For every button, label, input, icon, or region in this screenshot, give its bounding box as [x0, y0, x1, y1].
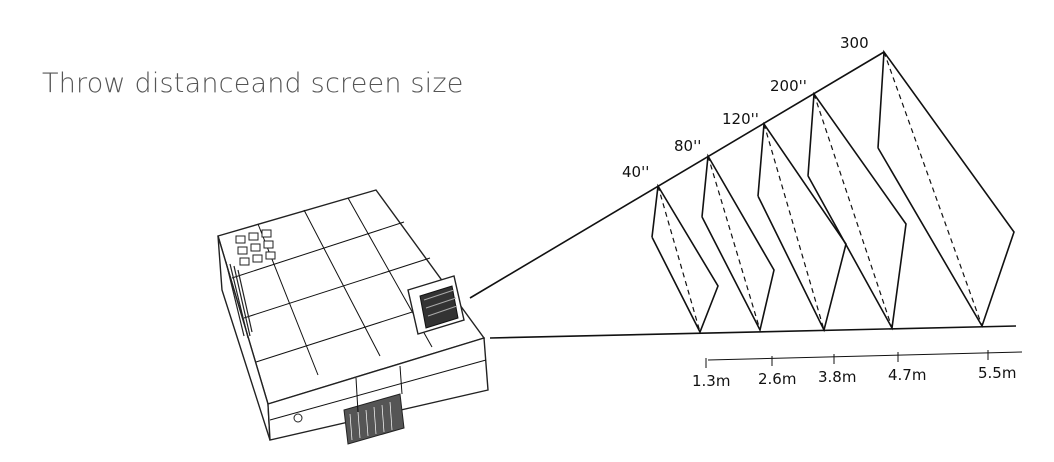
screen-1: 40'' [622, 163, 719, 334]
projector-side-vent [225, 261, 253, 339]
distance-label: 4.7m [888, 366, 926, 384]
distance-label: 1.3m [692, 372, 730, 390]
projector-top-grid [231, 197, 457, 376]
screen-outline [651, 183, 719, 334]
screen-size-label: 120'' [722, 110, 759, 128]
screen-diagonal [657, 185, 701, 333]
distance-label: 3.8m [818, 368, 856, 386]
screen-outline [757, 121, 847, 333]
screen-diagonal [813, 93, 893, 329]
screen-4: 200'' [770, 77, 907, 331]
screen-size-label: 80'' [674, 137, 701, 155]
screen-5: 300 [840, 34, 1015, 328]
projector-front-panels [269, 359, 487, 421]
distance-axis [707, 351, 1023, 361]
screen-outline [877, 49, 1015, 328]
screen-size-label: 40'' [622, 163, 649, 181]
distance-ticks: 1.3m 2.6m 3.8m 4.7m 5.5m [692, 350, 1016, 390]
screen-group: 40'' 80'' 120'' 200'' 300 [622, 34, 1015, 334]
projection-beam-bottom [489, 325, 1017, 339]
distance-label: 5.5m [978, 364, 1016, 382]
projection-beam-top [469, 51, 885, 299]
screen-outline [807, 91, 907, 331]
projector-front-face [267, 337, 489, 441]
screen-3: 120'' [722, 110, 847, 333]
screen-diagonal [707, 155, 761, 331]
distance-label: 2.6m [758, 370, 796, 388]
projector-front-vent [343, 393, 405, 445]
projector-keypad [235, 229, 276, 266]
projector-illustration [217, 189, 489, 445]
projector-port [293, 413, 303, 423]
screen-size-label: 200'' [770, 77, 807, 95]
screen-diagonal [883, 51, 983, 327]
projector-lens [407, 275, 465, 335]
diagram-title: Throw distanceand screen size [42, 68, 464, 99]
screen-outline [701, 153, 775, 333]
screen-size-label: 300 [840, 34, 869, 52]
screen-2: 80'' [674, 137, 775, 333]
